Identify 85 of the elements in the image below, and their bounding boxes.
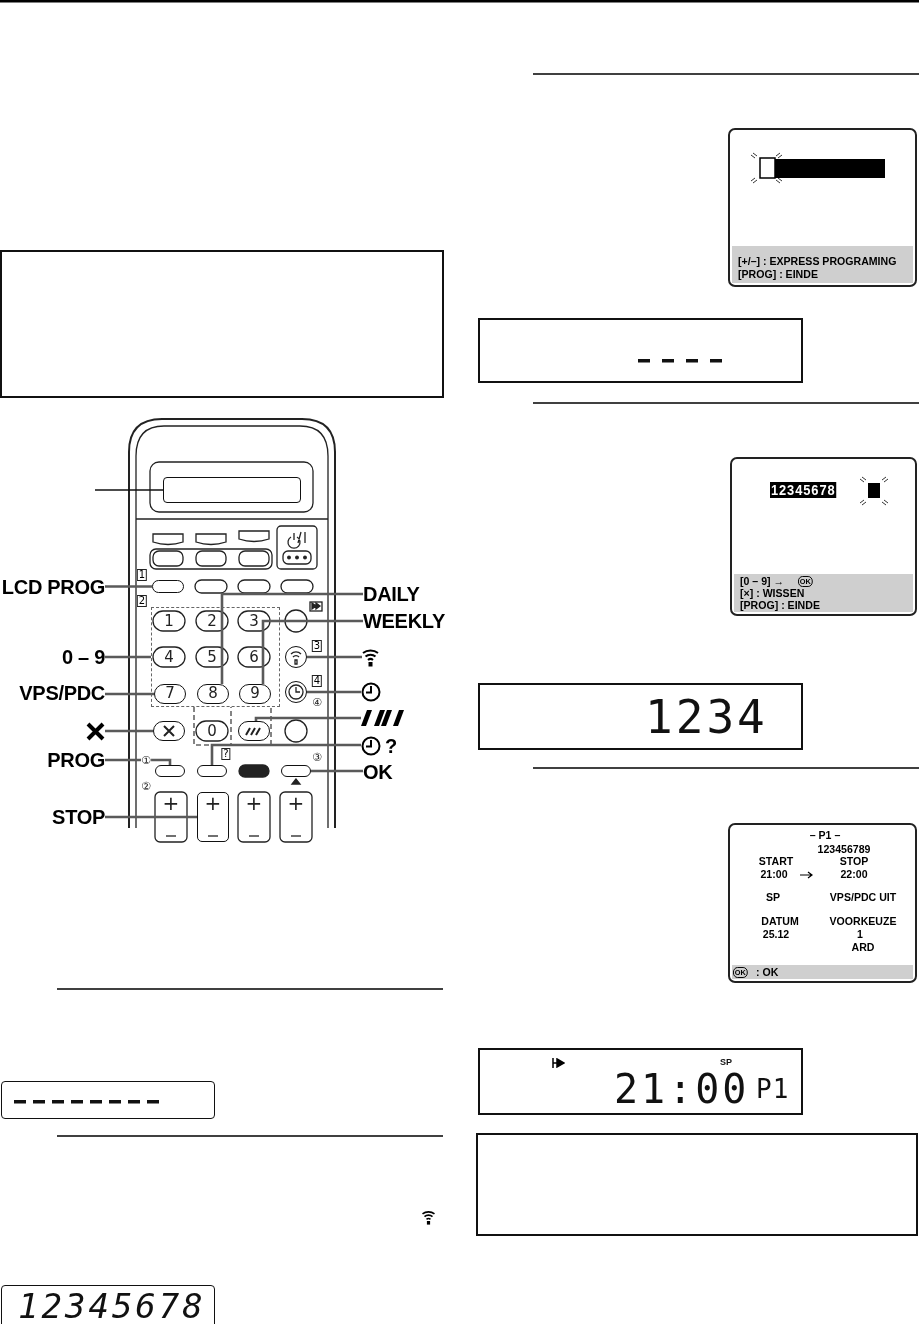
plus-sign: + bbox=[287, 793, 305, 813]
key-label: 1 bbox=[164, 613, 174, 629]
signal-icon bbox=[362, 647, 379, 667]
screen-text: DATUM bbox=[761, 915, 799, 928]
lcd-display bbox=[1, 1081, 215, 1119]
lcd-display bbox=[1, 1285, 215, 1324]
lcd-indicator: SP bbox=[720, 1058, 732, 1067]
step-number: 3 bbox=[311, 640, 323, 652]
leader-line bbox=[105, 585, 152, 588]
leader-line bbox=[105, 692, 154, 696]
screen-text: [×] : WISSEN bbox=[740, 587, 805, 600]
key-label: 6 bbox=[249, 649, 259, 665]
leader-line bbox=[220, 592, 363, 684]
key-label: 2 bbox=[207, 613, 217, 629]
screen-text: 1 bbox=[857, 928, 863, 941]
step-number: ④ bbox=[312, 696, 322, 708]
lcd-display bbox=[478, 683, 803, 750]
step-number: ③ bbox=[312, 751, 322, 763]
callout-label: ? bbox=[385, 734, 397, 758]
plus-sign: + bbox=[245, 793, 263, 813]
screen-text: 25.12 bbox=[762, 928, 790, 941]
leader-line bbox=[254, 716, 361, 721]
screen-text: 123456789 bbox=[817, 843, 871, 856]
screen-text: START bbox=[758, 855, 794, 868]
leader-line bbox=[307, 690, 361, 694]
callout-label: 0 – 9 bbox=[62, 645, 105, 669]
lcd-display bbox=[478, 318, 803, 383]
step-number: ? bbox=[221, 748, 231, 760]
leader-line bbox=[105, 729, 153, 733]
lcd-digits: 1234 bbox=[645, 693, 768, 741]
callout-label: PROG bbox=[47, 748, 105, 772]
cross-icon bbox=[86, 722, 105, 741]
callout-label: WEEKLY bbox=[363, 609, 445, 633]
osd-screen bbox=[730, 457, 917, 616]
screen-text: SP bbox=[765, 891, 781, 904]
screen-text: [+/–] : EXPRESS PROGRAMING bbox=[738, 255, 897, 268]
screen-text: VPS/PDC UIT bbox=[829, 891, 897, 904]
screen-text: – P1 – bbox=[809, 829, 841, 842]
leader-line bbox=[210, 743, 361, 765]
screen-text: 21:00 bbox=[760, 868, 788, 881]
lcd-window bbox=[163, 477, 301, 503]
leader-line bbox=[261, 619, 363, 684]
lcd-display bbox=[478, 1048, 803, 1115]
screen-text: [PROG] : EINDE bbox=[740, 599, 820, 612]
note-box bbox=[476, 1133, 918, 1236]
callout-label: STOP bbox=[52, 805, 105, 829]
key-label: 0 bbox=[207, 723, 217, 739]
step-number: ① bbox=[141, 754, 151, 766]
lcd-digits: 12345678 bbox=[18, 1288, 206, 1324]
callout-label: DAILY bbox=[363, 582, 420, 606]
osd-screen bbox=[728, 128, 917, 287]
callout-label: OK bbox=[363, 760, 393, 784]
key-label: 3 bbox=[249, 613, 259, 629]
callout-label: LCD PROG bbox=[1, 575, 105, 599]
osd-screen bbox=[728, 823, 917, 983]
screen-text: : OK bbox=[756, 966, 779, 979]
leader-line bbox=[105, 758, 172, 765]
lcd-digits: 21:00 bbox=[614, 1068, 750, 1110]
step-number: ② bbox=[141, 780, 151, 792]
key-label: 4 bbox=[164, 649, 174, 665]
key-label: 5 bbox=[207, 649, 217, 665]
leader-line bbox=[307, 655, 362, 659]
lcd-digits: P1 bbox=[756, 1076, 790, 1103]
leader-line bbox=[311, 769, 363, 773]
plus-sign: + bbox=[162, 793, 180, 813]
code-digits: 12345678 bbox=[770, 482, 837, 498]
stop-rocker bbox=[197, 792, 229, 842]
screen-text: ARD bbox=[851, 941, 875, 954]
keypad-outline bbox=[151, 607, 280, 707]
screen-text: STOP bbox=[839, 855, 869, 868]
step-number: 4 bbox=[311, 675, 323, 687]
callout-label: VPS/PDC bbox=[19, 681, 105, 705]
leader-line bbox=[94, 489, 164, 491]
clock-icon bbox=[361, 682, 381, 702]
leader-line bbox=[105, 815, 197, 819]
plus-sign: + bbox=[204, 793, 222, 813]
slashes-icon bbox=[361, 710, 404, 726]
step-number: 1 bbox=[136, 569, 148, 581]
step-number: 2 bbox=[136, 595, 148, 607]
screen-text: 22:00 bbox=[840, 868, 868, 881]
leader-line bbox=[105, 655, 151, 659]
note-box bbox=[0, 250, 444, 398]
screen-text: [0 – 9] → bbox=[740, 575, 785, 588]
screen-text: VOORKEUZE bbox=[829, 915, 897, 928]
screen-text: [PROG] : EINDE bbox=[738, 268, 818, 281]
